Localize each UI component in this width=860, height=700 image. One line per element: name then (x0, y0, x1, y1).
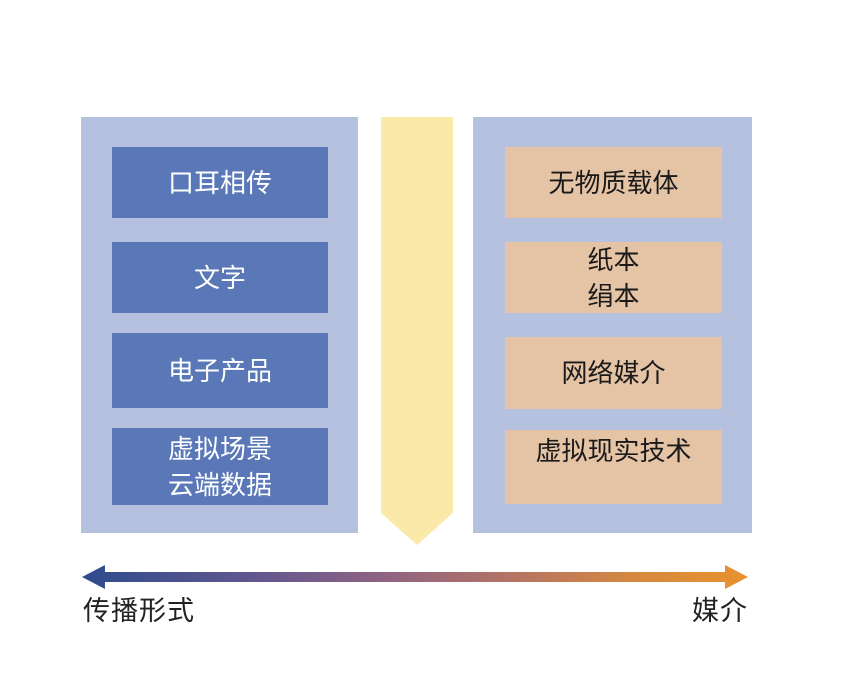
transmission-form-panel: 口耳相传 文字 电子产品 虚拟场景 云端数据 (81, 117, 358, 533)
node-written-text: 文字 (112, 242, 328, 313)
node-network-medium: 网络媒介 (505, 337, 722, 409)
medium-panel: 无物质载体 纸本 绢本 网络媒介 虚拟现实技术 (473, 117, 752, 533)
node-paper-silk: 纸本 绢本 (505, 242, 722, 313)
down-arrow (381, 117, 453, 545)
axis-label-transmission-form: 传播形式 (83, 596, 195, 626)
axis-label-medium: 媒介 (692, 596, 748, 626)
node-virtual-scene-cloud-data: 虚拟场景 云端数据 (112, 428, 328, 505)
node-no-material-carrier: 无物质载体 (505, 147, 722, 218)
gradient-double-arrow (82, 565, 748, 589)
node-virtual-reality-technology: 虚拟现实技术 (505, 430, 722, 504)
node-electronic-products: 电子产品 (112, 333, 328, 408)
node-oral-tradition: 口耳相传 (112, 147, 328, 218)
